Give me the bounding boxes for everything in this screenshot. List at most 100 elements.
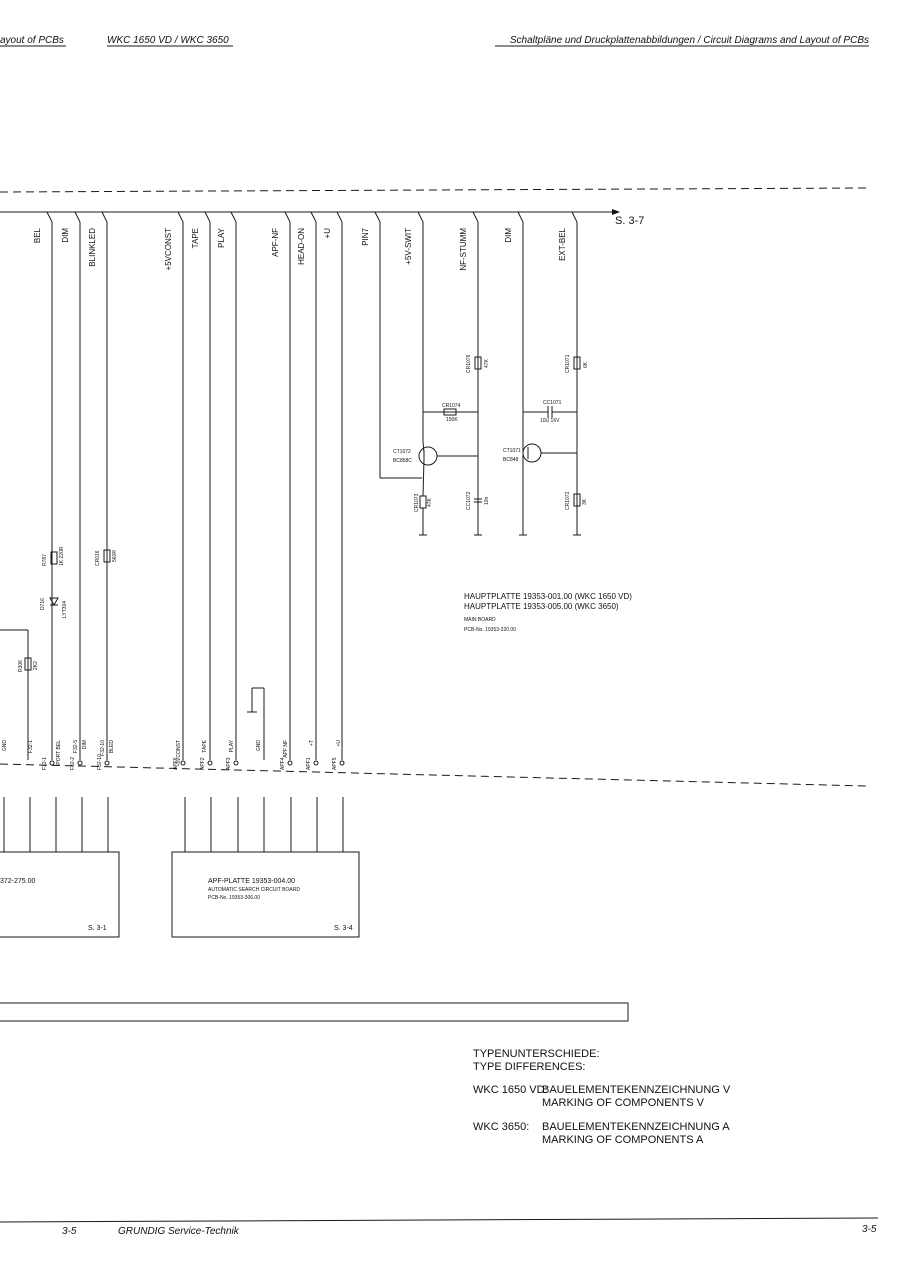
ct1071-type: BC848 xyxy=(503,457,519,463)
connector-label: +T xyxy=(309,740,315,746)
connector-label: F32-1 xyxy=(28,740,34,753)
cr1074-ref: CR1074 xyxy=(442,403,461,409)
bus-reference: S. 3-7 xyxy=(615,215,644,227)
header-right-title: Schaltpläne und Druckplattenabbildungen … xyxy=(510,35,869,46)
footer-page-left: 3-5 xyxy=(62,1226,77,1237)
type-diff-row2-de: BAUELEMENTEKENNZEICHNUNG A xyxy=(542,1121,730,1133)
page-footer: 3-5 GRUNDIG Service-Technik 3-5 xyxy=(0,1217,879,1237)
board-boundary-top xyxy=(0,187,867,193)
signal-bel: BEL F32-1 xyxy=(33,211,55,770)
signal-label: BLINKLED xyxy=(88,228,97,267)
footer-company: GRUNDIG Service-Technik xyxy=(118,1226,240,1237)
signal-label: +U xyxy=(323,228,332,239)
signal-label: DIM xyxy=(61,228,70,243)
cr1072-ref: CR1072 xyxy=(565,491,571,510)
lead-label: APF6 xyxy=(173,757,179,770)
lead-label: APF5 xyxy=(332,757,338,770)
board-info-line2: HAUPTPLATTE 19353-005.00 (WKC 3650) xyxy=(464,602,619,611)
type-differences: TYPENUNTERSCHIEDE: TYPE DIFFERENCES: WKC… xyxy=(473,1048,731,1146)
signal-label: HEAD-ON xyxy=(297,228,306,265)
connector-label: TAPE xyxy=(202,739,208,752)
cr1073-ref: CR1073 xyxy=(414,493,420,512)
connector-label: APF NF xyxy=(283,740,289,758)
r787-ref: R787 xyxy=(42,554,48,566)
apf-board-box: APF-PLATTE 19353-004.00 AUTOMATIC SEARCH… xyxy=(171,851,360,938)
cr1071-val: 6K xyxy=(583,361,589,368)
signal-head-on: HEAD-ON APF1 xyxy=(297,211,319,770)
board-info: HAUPTPLATTE 19353-001.00 (WKC 1650 VD) H… xyxy=(464,592,632,633)
signal-label: +5VCONST xyxy=(164,228,173,271)
type-diff-row2-en: MARKING OF COMPONENTS A xyxy=(542,1134,704,1146)
type-diff-row1-de: BAUELEMENTEKENNZEICHNUNG V xyxy=(542,1084,731,1096)
transistor-ct1071 xyxy=(522,443,542,463)
resistor-cr016 xyxy=(103,549,111,563)
d716-ref: D716 xyxy=(40,598,46,610)
lead-label: F32-1 xyxy=(42,757,48,770)
cc1072-ref: CC1072 xyxy=(466,491,472,510)
board-boundary-bottom xyxy=(0,763,867,787)
connector-pins xyxy=(3,797,344,852)
signal-label: PIN7 xyxy=(361,227,370,245)
board-info-line4: PCB-No. 19353-320.00 xyxy=(464,627,516,633)
connector-label: +5VCONST xyxy=(176,740,182,767)
cr1071-ref: CR1071 xyxy=(565,354,571,373)
cr1076-val: 47K xyxy=(484,358,490,368)
signal-apf-nf: APF-NF APF4 xyxy=(271,211,293,770)
lead-label: APF2 xyxy=(200,757,206,770)
signal-label: TAPE xyxy=(191,228,200,248)
bottom-frame xyxy=(0,1002,629,1022)
type-diff-row1-en: MARKING OF COMPONENTS V xyxy=(542,1097,705,1109)
signal-lines: BELF32-1DIMF32-2BLINKLEDF32-10+5VCONSTAP… xyxy=(33,211,578,770)
cr016-val: 560R xyxy=(112,550,118,562)
transistor-ct1072 xyxy=(418,446,438,466)
signal-tape: TAPE APF2 xyxy=(191,211,213,770)
connector-label: BLED xyxy=(109,740,115,753)
signal-dim: DIM xyxy=(504,211,524,243)
signal-label: APF-NF xyxy=(271,228,280,257)
signal-label: PLAY xyxy=(217,227,226,248)
resistor-r306 xyxy=(24,657,32,671)
cr016-ref: CR016 xyxy=(95,550,101,566)
connector-label: GND xyxy=(256,740,262,752)
apf-box-ref: S. 3-4 xyxy=(334,925,353,932)
signal--5v-swit: +5V-SWIT xyxy=(404,211,424,265)
signal-pin7: PIN7 xyxy=(361,211,381,246)
header-left-title: ayout of PCBs xyxy=(0,35,64,46)
lead-label: APF1 xyxy=(306,757,312,770)
left-box-label: 372-275.00 xyxy=(0,878,36,885)
cc1071-val: 10U 16V xyxy=(540,418,560,424)
r306-ref: R306 xyxy=(18,660,24,672)
led-d716 xyxy=(49,597,59,607)
cc1072-val: 10n xyxy=(484,496,490,505)
ct1072-type: BC858C xyxy=(393,458,412,464)
cr1074-val: 150K xyxy=(446,417,458,423)
lead-label: F32-10 xyxy=(97,754,103,770)
connector-label: DIM xyxy=(82,740,88,749)
d716-type: LYT304 xyxy=(62,601,68,618)
resistor-cr1074 xyxy=(443,408,457,416)
connector-label: PLAY xyxy=(229,739,235,752)
resistor-cr1076 xyxy=(474,356,482,370)
connector-label: +U xyxy=(336,740,342,747)
cr1072-val: 3K xyxy=(582,498,588,505)
signal-label: BEL xyxy=(33,227,42,243)
signal-label: +5V-SWIT xyxy=(404,228,413,265)
lead-label: APF4 xyxy=(280,757,286,770)
signal-label: NF-STUMM xyxy=(459,228,468,271)
signal-label: DIM xyxy=(504,228,513,243)
header-model: WKC 1650 VD / WKC 3650 xyxy=(107,35,229,46)
apf-box-sub1: AUTOMATIC SEARCH CIRCUIT BOARD xyxy=(208,887,300,893)
apf-box-sub2: PCB-No. 19353-306.00 xyxy=(208,895,260,901)
type-diff-title-en: TYPE DIFFERENCES: xyxy=(473,1061,585,1073)
resistor-cr1072 xyxy=(573,493,581,507)
signal--u: +U APF5 xyxy=(323,211,345,770)
signal-ext-bel: EXT-BEL xyxy=(558,211,578,261)
connector-label: PORT BEL xyxy=(56,740,62,765)
left-box-ref: S. 3-1 xyxy=(88,925,107,932)
footer-page-right: 3-5 xyxy=(862,1224,877,1235)
